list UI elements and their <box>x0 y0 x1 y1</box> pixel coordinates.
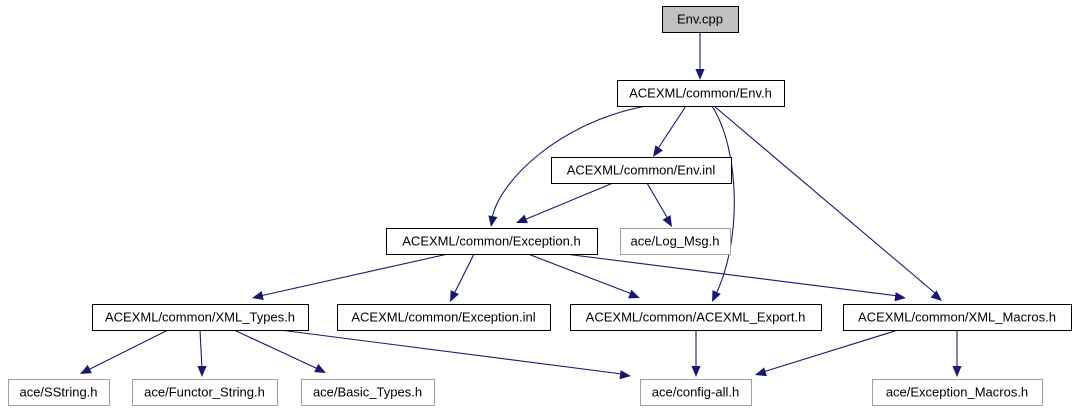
arrowhead-icon <box>653 145 663 157</box>
node-label: ACEXML/common/Exception.h <box>402 233 580 248</box>
node-box[interactable] <box>640 379 752 406</box>
node-box[interactable] <box>843 304 1072 331</box>
node-box[interactable] <box>617 80 785 107</box>
graph-node-exception_h[interactable]: ACEXML/common/Exception.h <box>386 228 598 255</box>
node-label: ace/Log_Msg.h <box>631 233 720 248</box>
edge-line <box>711 105 735 295</box>
node-label: ace/config-all.h <box>652 384 739 399</box>
arrowhead-icon <box>516 214 528 224</box>
node-box[interactable] <box>551 157 732 184</box>
edge-exception_h-to-exception_inl <box>450 253 475 302</box>
node-label: Env.cpp <box>677 11 723 26</box>
node-box[interactable] <box>386 228 598 255</box>
edge-layer <box>80 32 962 380</box>
edge-xml_types_h-to-sstring_h <box>80 329 169 374</box>
node-box[interactable] <box>872 379 1043 406</box>
node-box[interactable] <box>620 228 731 255</box>
node-label: ace/Functor_String.h <box>144 384 265 399</box>
node-box[interactable] <box>8 379 110 406</box>
edge-line <box>279 329 623 375</box>
edge-line <box>233 329 319 370</box>
edge-exception_h-to-xml_types_h <box>252 253 449 301</box>
edge-xml_macros_h-to-exception_macros_h <box>952 330 962 377</box>
node-label: ace/Basic_Types.h <box>313 384 422 399</box>
graph-node-env_h[interactable]: ACEXML/common/Env.h <box>617 80 785 107</box>
arrowhead-icon <box>930 290 942 301</box>
arrowhead-icon <box>662 215 672 227</box>
edge-env_inl-to-exception_h <box>516 182 614 224</box>
node-label: ACEXML/common/XML_Types.h <box>105 309 295 324</box>
edge-line <box>762 329 899 373</box>
arrowhead-icon <box>628 289 640 299</box>
arrowhead-icon <box>619 370 631 380</box>
graph-node-sstring_h[interactable]: ace/SString.h <box>8 379 110 406</box>
node-label: ace/SString.h <box>19 384 97 399</box>
node-label: ACEXML/common/Env.h <box>629 85 772 100</box>
edge-line <box>523 182 614 221</box>
arrowhead-icon <box>695 69 705 80</box>
edge-env_cpp-to-env_h <box>695 32 705 80</box>
edge-line <box>656 105 687 151</box>
edge-xml_types_h-to-basic_types_h <box>233 329 326 373</box>
edge-line <box>646 182 669 220</box>
edge-line <box>491 105 647 219</box>
node-box[interactable] <box>570 304 822 331</box>
graph-node-env_cpp[interactable]: Env.cpp <box>662 6 739 33</box>
edge-line <box>564 253 899 297</box>
arrowhead-icon <box>80 364 92 374</box>
node-label: ACEXML/common/XML_Macros.h <box>858 309 1056 324</box>
edge-line <box>527 253 633 295</box>
arrowhead-icon <box>712 290 721 302</box>
edge-line <box>713 105 937 295</box>
edge-env_h-to-acexml_export_h <box>711 105 735 302</box>
graph-node-exception_macros_h[interactable]: ace/Exception_Macros.h <box>872 379 1043 406</box>
graph-node-xml_types_h[interactable]: ACEXML/common/XML_Types.h <box>92 304 309 331</box>
edge-line <box>453 253 475 295</box>
arrowhead-icon <box>252 291 264 301</box>
node-box[interactable] <box>132 379 278 406</box>
edge-line <box>87 329 169 371</box>
graph-node-basic_types_h[interactable]: ace/Basic_Types.h <box>301 379 435 406</box>
arrowhead-icon <box>314 363 326 373</box>
node-label: ace/Exception_Macros.h <box>886 384 1028 399</box>
edge-env_h-to-env_inl <box>653 105 687 157</box>
edge-xml_types_h-to-config_all_h <box>279 329 631 380</box>
graph-node-log_msg_h[interactable]: ace/Log_Msg.h <box>620 228 731 255</box>
arrowhead-icon <box>197 366 207 377</box>
edge-env_h-to-xml_macros_h <box>713 105 942 301</box>
arrowhead-icon <box>952 366 962 377</box>
graph-node-acexml_export_h[interactable]: ACEXML/common/ACEXML_Export.h <box>570 304 822 331</box>
graph-node-functor_string_h[interactable]: ace/Functor_String.h <box>132 379 278 406</box>
edge-line <box>259 253 449 297</box>
node-label: ACEXML/common/Env.inl <box>567 162 716 177</box>
graph-node-config_all_h[interactable]: ace/config-all.h <box>640 379 752 406</box>
node-box[interactable] <box>662 6 739 33</box>
arrowhead-icon <box>755 367 767 377</box>
node-label: ACEXML/common/ACEXML_Export.h <box>586 309 806 324</box>
graph-node-xml_macros_h[interactable]: ACEXML/common/XML_Macros.h <box>843 304 1072 331</box>
edge-xml_types_h-to-functor_string_h <box>197 329 207 377</box>
arrowhead-icon <box>691 366 701 377</box>
node-box[interactable] <box>337 304 551 331</box>
graph-node-exception_inl[interactable]: ACEXML/common/Exception.inl <box>337 304 551 331</box>
arrowhead-icon <box>488 215 498 227</box>
edge-line <box>199 329 203 370</box>
edge-acexml_export_h-to-config_all_h <box>691 330 701 377</box>
arrowhead-icon <box>894 292 906 302</box>
graph-node-env_inl[interactable]: ACEXML/common/Env.inl <box>551 157 732 184</box>
node-box[interactable] <box>92 304 309 331</box>
node-box[interactable] <box>301 379 435 406</box>
edge-exception_h-to-acexml_export_h <box>527 253 640 299</box>
node-layer: Env.cppACEXML/common/Env.hACEXML/common/… <box>8 6 1072 406</box>
edge-env_h-to-exception_h <box>488 105 647 227</box>
arrowhead-icon <box>450 290 459 302</box>
node-label: ACEXML/common/Exception.inl <box>351 309 535 324</box>
edge-env_inl-to-log_msg_h <box>646 182 672 227</box>
edge-xml_macros_h-to-config_all_h <box>755 329 899 377</box>
edge-exception_h-to-xml_macros_h <box>564 253 906 302</box>
